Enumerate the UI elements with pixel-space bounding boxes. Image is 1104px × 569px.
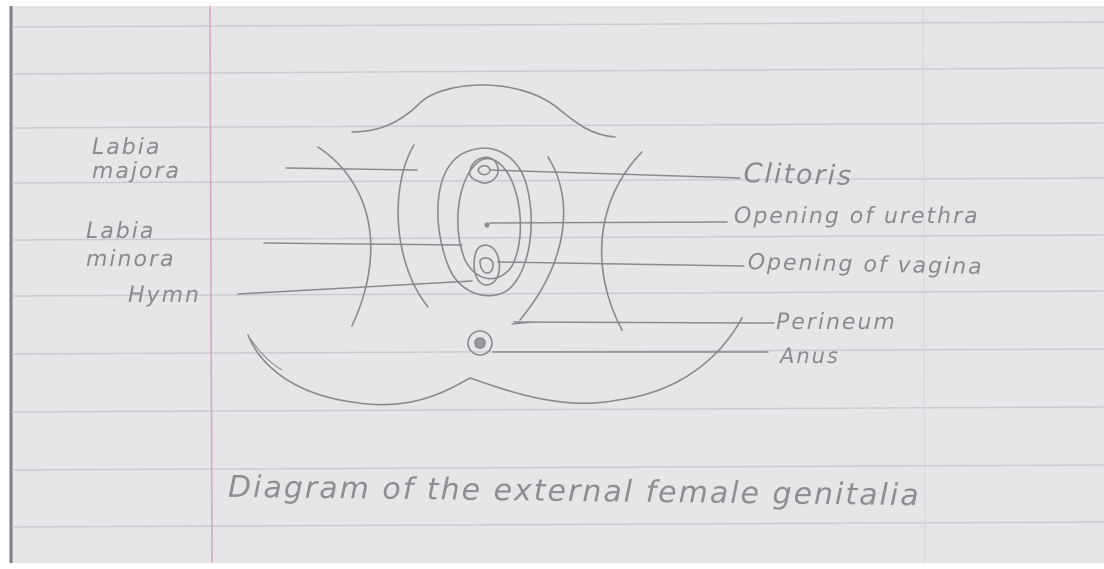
label-hymn: Hymn <box>128 283 201 308</box>
leader-urethra <box>490 222 727 223</box>
label-labia-majora: Labia majora <box>92 136 212 184</box>
urethral-opening <box>485 223 489 227</box>
label-opening-of-urethra: Opening of urethra <box>734 204 980 229</box>
label-perineum: Perineum <box>776 310 897 335</box>
anus-center <box>475 338 485 348</box>
label-opening-of-vagina: Opening of vagina <box>747 250 983 280</box>
label-anus: Anus <box>780 344 840 368</box>
label-labia-minora: Labia minora <box>86 218 226 274</box>
label-clitoris: Clitoris <box>743 158 853 192</box>
leader-perineum <box>514 322 774 323</box>
